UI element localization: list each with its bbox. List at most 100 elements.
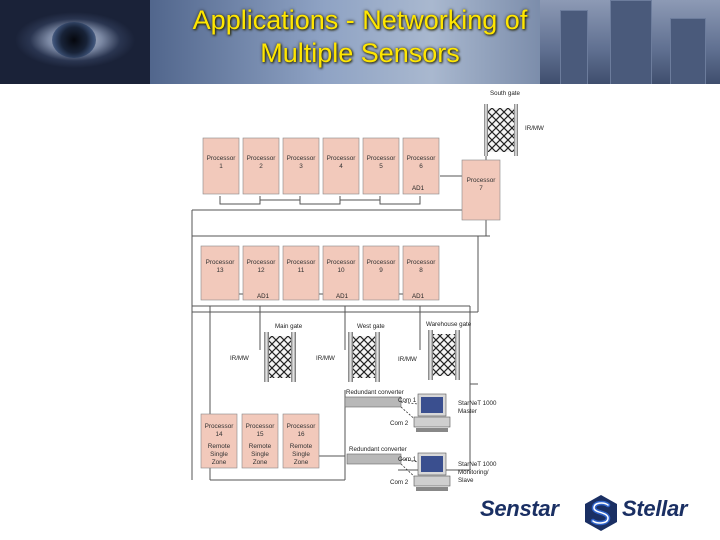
processor-label: Processor [367, 155, 397, 162]
processor-label: Processor [205, 423, 235, 430]
processor-box: Processor 3 [282, 137, 320, 195]
main-gate-label: Main gate [275, 323, 303, 330]
castle-tower [670, 18, 706, 84]
com1-label: Com 1 [398, 456, 417, 463]
slave-title: StarNeT 1000 [458, 461, 497, 468]
eye-image [0, 0, 150, 84]
header-banner: Applications - Networking of Multiple Se… [0, 0, 720, 84]
processor-number: 14 [215, 431, 223, 438]
processor-box: Processor 5 [362, 137, 400, 195]
processor-label: Processor [247, 155, 277, 162]
processor-number: 16 [297, 431, 305, 438]
irmw-label: IR/MW [316, 355, 335, 362]
logo-stellar-text: Stellar [622, 496, 688, 521]
processor-box: Processor 14 Remote Single Zone [200, 413, 238, 469]
irmw-label: IR/MW [398, 356, 417, 363]
slave-role: Monitoring/ [458, 469, 489, 476]
ad1-label: AD1 [412, 185, 425, 192]
processor-label: Processor [407, 155, 437, 162]
processor-number: 15 [256, 431, 264, 438]
processor-box: Processor 12 AD1 [242, 245, 280, 301]
ad1-label: AD1 [257, 293, 270, 300]
remote-processors: Processor 14 Remote Single Zone Processo… [200, 413, 320, 469]
processor-label: Processor [327, 259, 357, 266]
processor-label: Processor [287, 155, 317, 162]
processor-number: 12 [257, 267, 265, 274]
slide-title: Applications - Networking of Multiple Se… [0, 4, 720, 70]
processor-box: Processor 4 [322, 137, 360, 195]
master-role: Master [458, 408, 477, 415]
logo-s-icon [585, 495, 617, 531]
processor-number: 5 [379, 163, 383, 170]
senstar-stellar-logo: Senstar Stellar [478, 494, 714, 536]
com2-label: Com 2 [390, 479, 409, 486]
title-line-1: Applications - Networking of [192, 5, 528, 35]
processor-label: Processor [246, 423, 276, 430]
castle-tower [560, 10, 588, 84]
west-gate-label: West gate [357, 323, 385, 330]
logo-senstar-text: Senstar [480, 496, 559, 521]
processor-box: Processor 8 AD1 [402, 245, 440, 301]
processor-number: 8 [419, 267, 423, 274]
processor-label: Processor [467, 177, 497, 184]
redundant-converter-label: Redundant converter [346, 389, 404, 396]
processor-7: Processor 7 [461, 159, 501, 221]
processor-box: Processor 16 Remote Single Zone [282, 413, 320, 469]
processor-number: 3 [299, 163, 303, 170]
processor-box: Processor 10 AD1 [322, 245, 360, 301]
processor-number: 6 [419, 163, 423, 170]
com2-label: Com 2 [390, 420, 409, 427]
south-gate: South gate IR/MW [484, 90, 544, 156]
master-computer: StarNeT 1000 Master [413, 393, 497, 432]
processor-box: Processor 13 [200, 245, 240, 301]
processor-number: 4 [339, 163, 343, 170]
ad1-label: AD1 [412, 293, 425, 300]
slave-role-2: Slave [458, 477, 474, 484]
slave-computer: StarNeT 1000 Monitoring/ Slave [413, 452, 497, 491]
processor-number: 10 [337, 267, 345, 274]
com1-label: Com 1 [398, 397, 417, 404]
warehouse-gate-label: Warehouse gate [426, 321, 472, 328]
redundant-converter-master: Redundant converter Com 1 Com 2 [344, 389, 417, 427]
processor-number: 13 [216, 267, 224, 274]
processor-box: Processor 15 Remote Single Zone [241, 413, 279, 469]
castle-image [540, 0, 720, 84]
processor-box: Processor 6 AD1 [402, 137, 440, 195]
processor-label: Processor [367, 259, 397, 266]
processor-label: Processor [407, 259, 437, 266]
eye-pupil [52, 22, 96, 58]
south-gate-label: South gate [490, 90, 520, 97]
zone-label: Zone [212, 459, 227, 466]
processor-box: Processor 11 [282, 245, 320, 301]
single-label: Single [210, 451, 228, 458]
processor-number: 11 [298, 267, 305, 274]
processor-label: Processor [287, 259, 317, 266]
irmw-label: IR/MW [230, 355, 249, 362]
processor-label: Processor [247, 259, 277, 266]
remote-label: Remote [208, 443, 231, 450]
processor-box: Processor 2 [242, 137, 280, 195]
processor-row-1: Processor 1 Processor 2 Processor 3 Proc… [202, 137, 440, 195]
master-title: StarNeT 1000 [458, 400, 497, 407]
single-label: Single [292, 451, 310, 458]
processor-label: Processor [207, 155, 237, 162]
processor-number: 9 [379, 267, 383, 274]
remote-label: Remote [290, 443, 313, 450]
single-label: Single [251, 451, 269, 458]
processor-number: 2 [259, 163, 263, 170]
west-gate: West gate IR/MW [316, 323, 385, 382]
zone-label: Zone [294, 459, 309, 466]
main-gate: Main gate IR/MW [230, 323, 303, 382]
zone-label: Zone [253, 459, 268, 466]
processor-box: Processor 9 [362, 245, 400, 301]
processor-label: Processor [206, 259, 236, 266]
warehouse-gate: Warehouse gate IR/MW [398, 321, 472, 380]
castle-tower [610, 0, 652, 84]
processor-number: 7 [479, 185, 483, 192]
redundant-converter-label: Redundant converter [349, 446, 407, 453]
redundant-converter-slave: Redundant converter Com 1 Com 2 [346, 446, 417, 486]
processor-box: Processor 1 [202, 137, 240, 195]
com-links [400, 401, 419, 481]
processor-row-2: Processor 13 Processor 12 AD1 Processor … [200, 245, 440, 301]
